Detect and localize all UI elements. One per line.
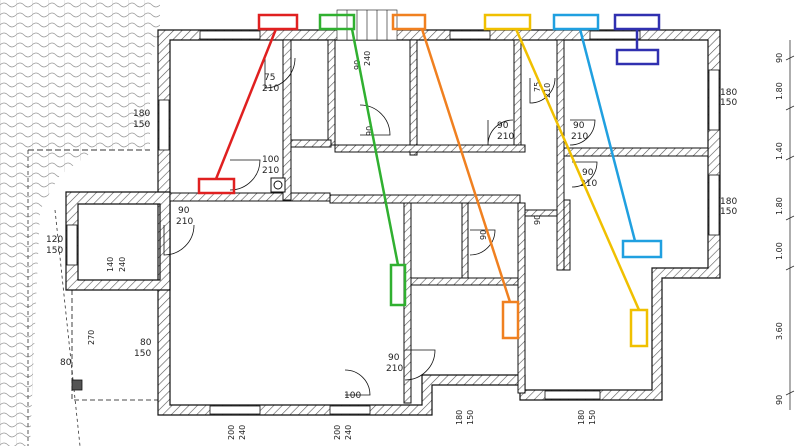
label-75: 75: [264, 73, 275, 83]
label-270: 270: [87, 330, 96, 345]
label-210: 210: [497, 132, 514, 142]
label-1.80: 1.80: [775, 82, 784, 100]
porch: [71, 290, 158, 401]
exterior-walls: [65, 29, 721, 416]
label-90: 90: [582, 168, 594, 178]
label-150: 150: [720, 98, 737, 108]
label-90: 90: [533, 215, 542, 225]
label-90: 90: [775, 395, 784, 405]
label-180: 180: [133, 109, 150, 119]
vertical-dimension-labels: 240 90 90 75 210 140 240 270 90 90 200 2…: [87, 51, 784, 440]
green-marker: [318, 13, 407, 307]
label-90: 90: [573, 121, 585, 131]
label-180: 180: [720, 88, 737, 98]
windows: [66, 30, 720, 415]
chimney: [270, 177, 286, 193]
label-200: 200: [227, 425, 236, 440]
label-210: 210: [386, 364, 403, 374]
interior-walls: [169, 39, 709, 404]
red-marker: [197, 13, 299, 195]
label-150: 150: [720, 207, 737, 217]
label-210: 210: [571, 132, 588, 142]
label-210: 210: [176, 217, 193, 227]
paving-area: [0, 0, 160, 446]
label-150: 150: [588, 410, 597, 425]
label-210: 210: [262, 166, 279, 176]
label-150: 150: [133, 120, 150, 130]
label-240: 240: [363, 51, 372, 66]
orange-marker: [391, 13, 520, 340]
label-90: 90: [497, 121, 509, 131]
label-120: 120: [46, 235, 63, 245]
label-240: 240: [118, 257, 127, 272]
label-90: 90: [775, 53, 784, 63]
label-200: 200: [333, 425, 342, 440]
label-1.80: 1.80: [775, 197, 784, 215]
dark-blue-marker: [613, 13, 661, 66]
right-dimension-line: [785, 40, 795, 410]
label-90: 90: [178, 206, 190, 216]
label-90: 90: [365, 126, 374, 136]
dimension-labels: 75 210 180 150 100 210 90 210 120 150 80…: [46, 73, 737, 401]
label-3.60: 3.60: [775, 322, 784, 340]
label-180: 180: [720, 197, 737, 207]
label-90: 90: [479, 230, 488, 240]
door-swings: [163, 57, 598, 396]
label-1.40: 1.40: [775, 142, 784, 160]
yellow-marker: [483, 13, 649, 348]
label-150: 150: [134, 349, 151, 359]
label-100: 100: [344, 391, 361, 401]
label-1.00: 1.00: [775, 242, 784, 260]
label-240: 240: [344, 425, 353, 440]
annotation-markers: [197, 13, 663, 348]
label-180: 180: [577, 410, 586, 425]
label-80: 80: [140, 338, 152, 348]
label-90: 90: [388, 353, 400, 363]
label-210: 210: [580, 179, 597, 189]
light-blue-marker: [552, 13, 663, 259]
label-180: 180: [455, 410, 464, 425]
label-210: 210: [543, 83, 552, 98]
label-210: 210: [262, 84, 279, 94]
label-80: 80: [60, 358, 72, 368]
label-90: 90: [353, 60, 362, 70]
label-100: 100: [262, 155, 279, 165]
label-150: 150: [46, 246, 63, 256]
label-150: 150: [466, 410, 475, 425]
label-75: 75: [533, 82, 542, 92]
label-140: 140: [106, 257, 115, 272]
label-240: 240: [238, 425, 247, 440]
